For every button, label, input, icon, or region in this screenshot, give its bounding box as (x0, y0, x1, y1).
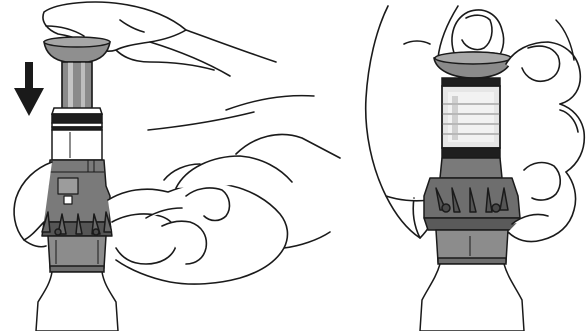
panel-left (14, 2, 340, 331)
flange-top-right (435, 52, 511, 64)
syringe-barrel-right (442, 78, 500, 158)
down-arrow-icon (14, 62, 44, 116)
plunger-cap-top-left (44, 37, 110, 47)
panel-right (366, 6, 585, 331)
syringe-barrel-left (52, 108, 102, 160)
plunger-rod-left (62, 62, 92, 110)
vial-adapter-left (42, 160, 112, 236)
vial-collar-right (436, 230, 508, 264)
vial-body-right (420, 264, 524, 331)
vial-collar-left (48, 236, 106, 272)
wrist-lines-left (148, 96, 314, 130)
vial-body-left (36, 272, 118, 331)
vial-adapter-right (424, 158, 520, 230)
hand-right-side-left (108, 135, 340, 285)
